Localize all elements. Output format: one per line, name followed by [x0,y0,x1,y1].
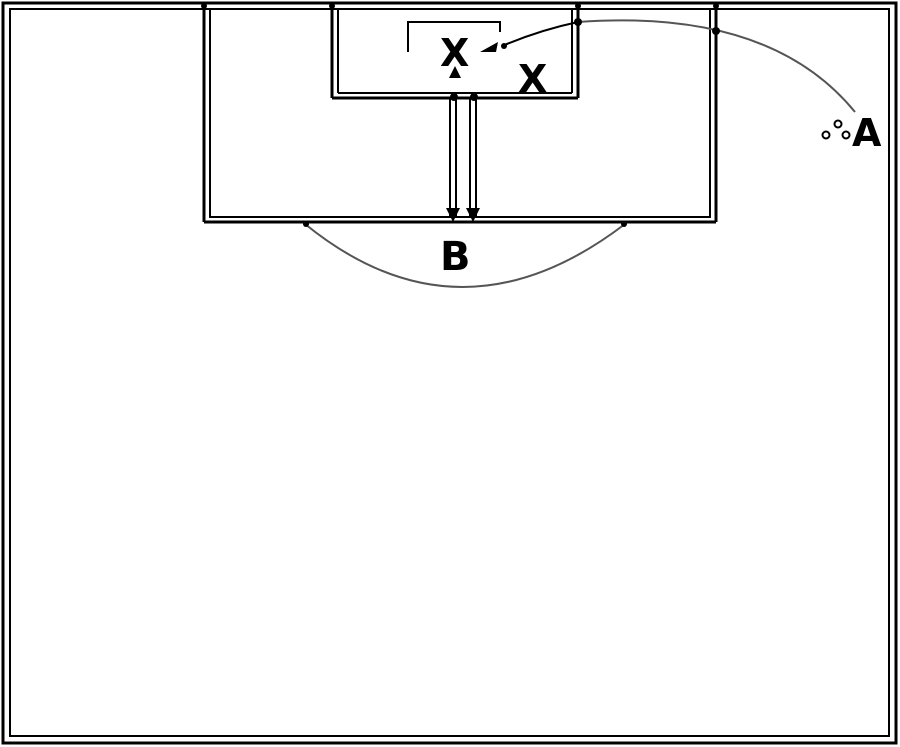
player-b-label: B [440,234,471,280]
defender-1-label: X [440,31,469,75]
pass-arrow [480,21,579,52]
backboard-bracket [407,21,501,52]
cut-path [446,66,480,222]
junction-dots [201,3,720,227]
free-throw-arc [304,223,626,288]
defender-2-label: X [518,57,547,101]
player-a-marker-icon [821,119,851,140]
key-outer-box [202,6,718,224]
player-a-label: A [852,111,882,155]
perimeter-arc [577,19,856,113]
